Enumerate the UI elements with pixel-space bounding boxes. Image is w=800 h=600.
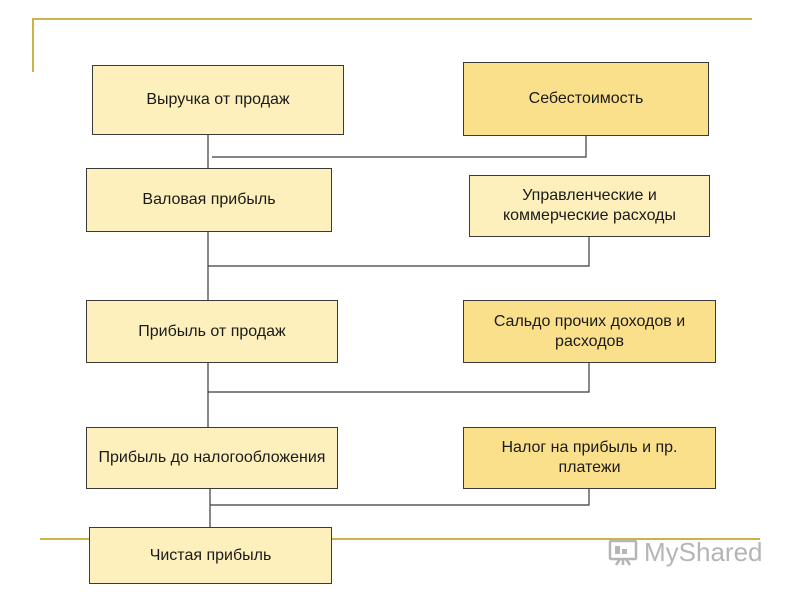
presentation-board-icon (608, 539, 638, 566)
connector-income-tax (210, 489, 590, 506)
left-accent-line (32, 18, 34, 72)
node-admin-commercial-expenses: Управленческие и коммерческие расходы (469, 175, 710, 237)
node-income-tax: Налог на прибыль и пр. платежи (463, 427, 716, 489)
watermark-text: MyShared (644, 536, 763, 567)
node-profit-from-sales-label: Прибыль от продаж (138, 322, 286, 340)
connector-other-income (208, 363, 590, 393)
node-profit-before-tax: Прибыль до налогообложения (86, 427, 338, 489)
top-accent-line (32, 18, 752, 20)
node-other-income-expenses-label: Сальдо прочих доходов и расходов (493, 312, 686, 350)
node-gross-profit: Валовая прибыль (86, 168, 332, 232)
node-profit-from-sales: Прибыль от продаж (86, 300, 338, 363)
node-cost-of-sales-label: Себестоимость (528, 90, 644, 107)
node-net-profit: Чистая прибыль (89, 527, 332, 584)
node-revenue: Выручка от продаж (92, 65, 344, 135)
bottom-accent-line (40, 538, 760, 540)
node-income-tax-label: Налог на прибыль и пр. платежи (501, 439, 678, 476)
node-other-income-expenses: Сальдо прочих доходов и расходов (463, 300, 716, 363)
connector-cost-of-sales (212, 136, 587, 158)
node-profit-before-tax-label: Прибыль до налогообложения (98, 449, 326, 466)
node-gross-profit-label: Валовая прибыль (142, 191, 276, 208)
node-net-profit-label: Чистая прибыль (149, 546, 272, 564)
node-cost-of-sales: Себестоимость (463, 62, 709, 136)
node-revenue-label: Выручка от продаж (146, 91, 290, 108)
node-admin-commercial-expenses-label: Управленческие и коммерческие расходы (502, 187, 677, 224)
watermark: MyShared (606, 535, 763, 569)
connector-admin-expenses (208, 237, 590, 267)
